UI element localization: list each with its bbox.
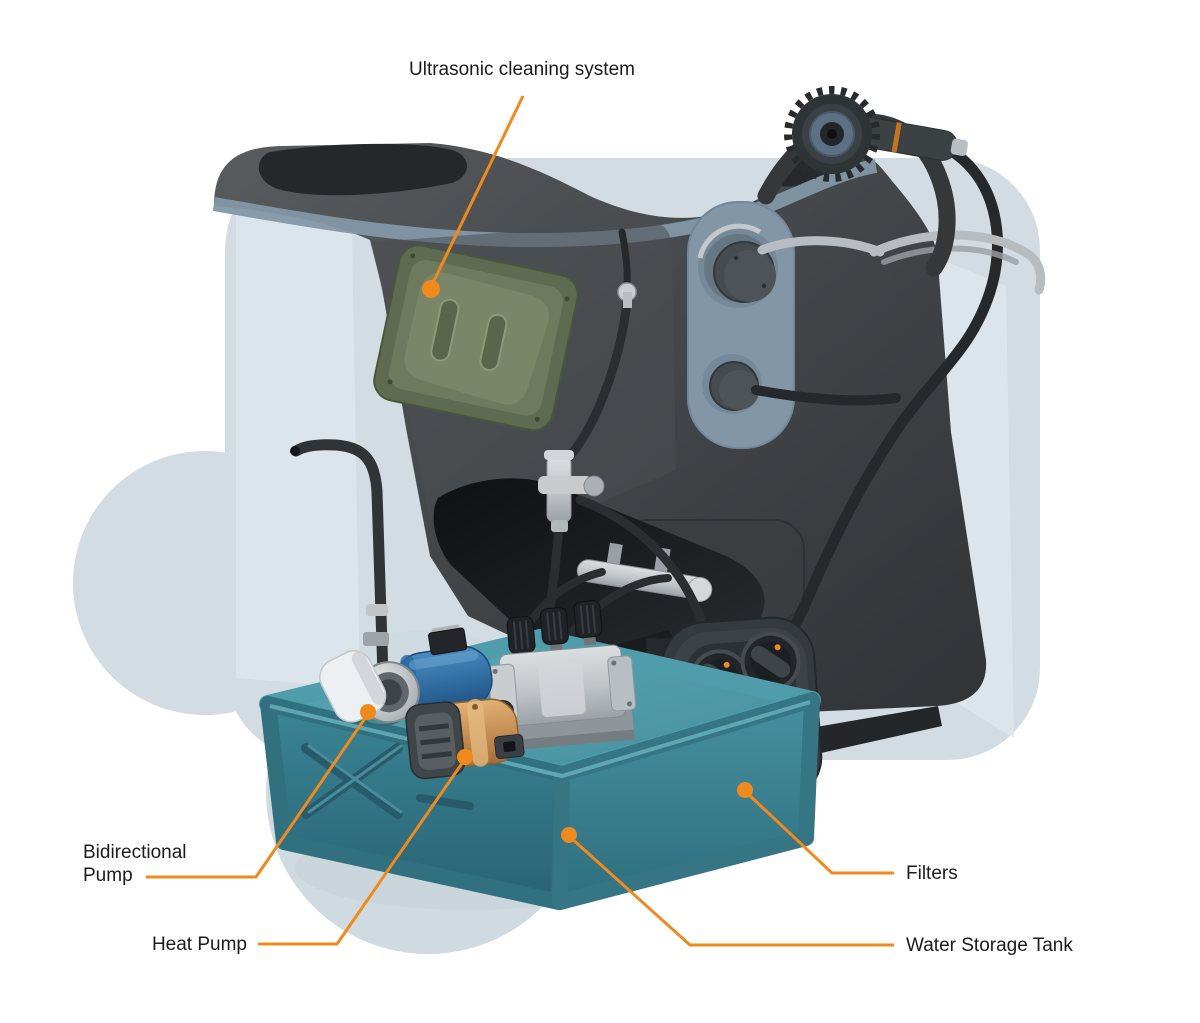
heat-pump-port-hole xyxy=(503,741,516,752)
t-valve xyxy=(538,450,605,532)
filter-indicator-dot xyxy=(723,661,730,668)
manifold-base-shade xyxy=(498,729,635,752)
shower-head-assembly xyxy=(757,86,1046,295)
valve-cross xyxy=(538,476,592,494)
faucet-bar xyxy=(576,542,713,602)
callout-water-storage-tank-dot xyxy=(561,827,577,843)
callout-ultrasonic-label: Ultrasonic cleaning system xyxy=(409,59,635,80)
callout-bidirectional-pump: Bidirectional Pump xyxy=(83,704,376,886)
valve-cap xyxy=(544,450,574,460)
callout-bidirectional-pump-label-line1: Bidirectional xyxy=(83,842,187,863)
bolt xyxy=(611,660,617,666)
clamp-bolt xyxy=(472,703,479,710)
callout-ultrasonic: Ultrasonic cleaning system xyxy=(409,59,635,298)
handle-orange-ring xyxy=(891,122,902,153)
knob-screw xyxy=(761,283,767,289)
callouts: Ultrasonic cleaning system Bidirectional… xyxy=(83,59,1073,956)
filter-indicator-dot xyxy=(774,644,781,651)
callout-heat-pump-line xyxy=(258,758,467,946)
spray-head xyxy=(784,86,880,182)
callout-bidirectional-pump-label-line2: Pump xyxy=(83,865,133,886)
manifold-center-plate xyxy=(538,662,586,718)
pipe-fitting xyxy=(363,632,389,646)
heat-pump-part xyxy=(405,698,525,780)
terminal-box xyxy=(428,627,468,656)
rim-recess-left xyxy=(258,143,467,196)
knob-top-face xyxy=(724,250,776,302)
valve-ring xyxy=(583,475,605,497)
pump-highlight xyxy=(408,650,479,670)
callout-water-storage-tank-line xyxy=(568,835,894,947)
callout-ultrasonic-dot xyxy=(422,280,440,298)
knob-screw xyxy=(733,255,739,261)
callout-filters-dot xyxy=(737,782,753,798)
panel-screw xyxy=(387,379,393,385)
silver-tube-top xyxy=(757,236,885,257)
silver-handle-rail-2 xyxy=(881,245,1019,265)
panel-slot xyxy=(479,313,508,372)
callout-heat-pump: Heat Pump xyxy=(152,749,473,955)
pipe-fitting xyxy=(366,604,388,616)
bolt xyxy=(626,701,632,707)
callout-water-storage-tank-label: Water Storage Tank xyxy=(906,935,1073,956)
knob-top-silver-arc xyxy=(697,223,762,259)
knob-bottom-face xyxy=(719,370,759,410)
panel-slot xyxy=(430,298,460,362)
valve-nut xyxy=(551,520,568,532)
callout-filters-line xyxy=(744,790,894,875)
callout-heat-pump-dot xyxy=(457,749,473,765)
panel-screw xyxy=(410,253,416,259)
hose-open-end xyxy=(290,446,300,456)
panel-screw xyxy=(564,296,570,302)
shroud-grill xyxy=(418,723,453,760)
panel-screw xyxy=(534,416,540,422)
callout-bidirectional-pump-line xyxy=(146,713,370,879)
knob-bottom-hose xyxy=(751,385,901,406)
chrome-elbow-stub xyxy=(623,292,632,308)
manifold-cap xyxy=(573,600,603,646)
callout-ultrasonic-line xyxy=(429,95,525,288)
silver-handle-rail xyxy=(869,230,1046,295)
callout-bidirectional-pump-dot xyxy=(360,704,376,720)
callout-heat-pump-label: Heat Pump xyxy=(152,934,247,955)
heat-pump-clamp xyxy=(467,698,489,767)
hose-manifold-a xyxy=(556,574,672,650)
pump-head-shade xyxy=(351,651,386,705)
callout-filters: Filters xyxy=(737,782,958,884)
bolt xyxy=(492,668,498,674)
callout-filters-label: Filters xyxy=(906,863,958,884)
hose-valve-feed xyxy=(565,295,632,461)
tank-x-emboss xyxy=(301,743,474,819)
handle-tip xyxy=(950,138,968,156)
hose-left-standpipe xyxy=(290,439,390,712)
manifold-flange-right xyxy=(607,655,637,712)
callout-water-storage-tank: Water Storage Tank xyxy=(561,827,1073,956)
tank-edge-highlight xyxy=(269,700,811,779)
